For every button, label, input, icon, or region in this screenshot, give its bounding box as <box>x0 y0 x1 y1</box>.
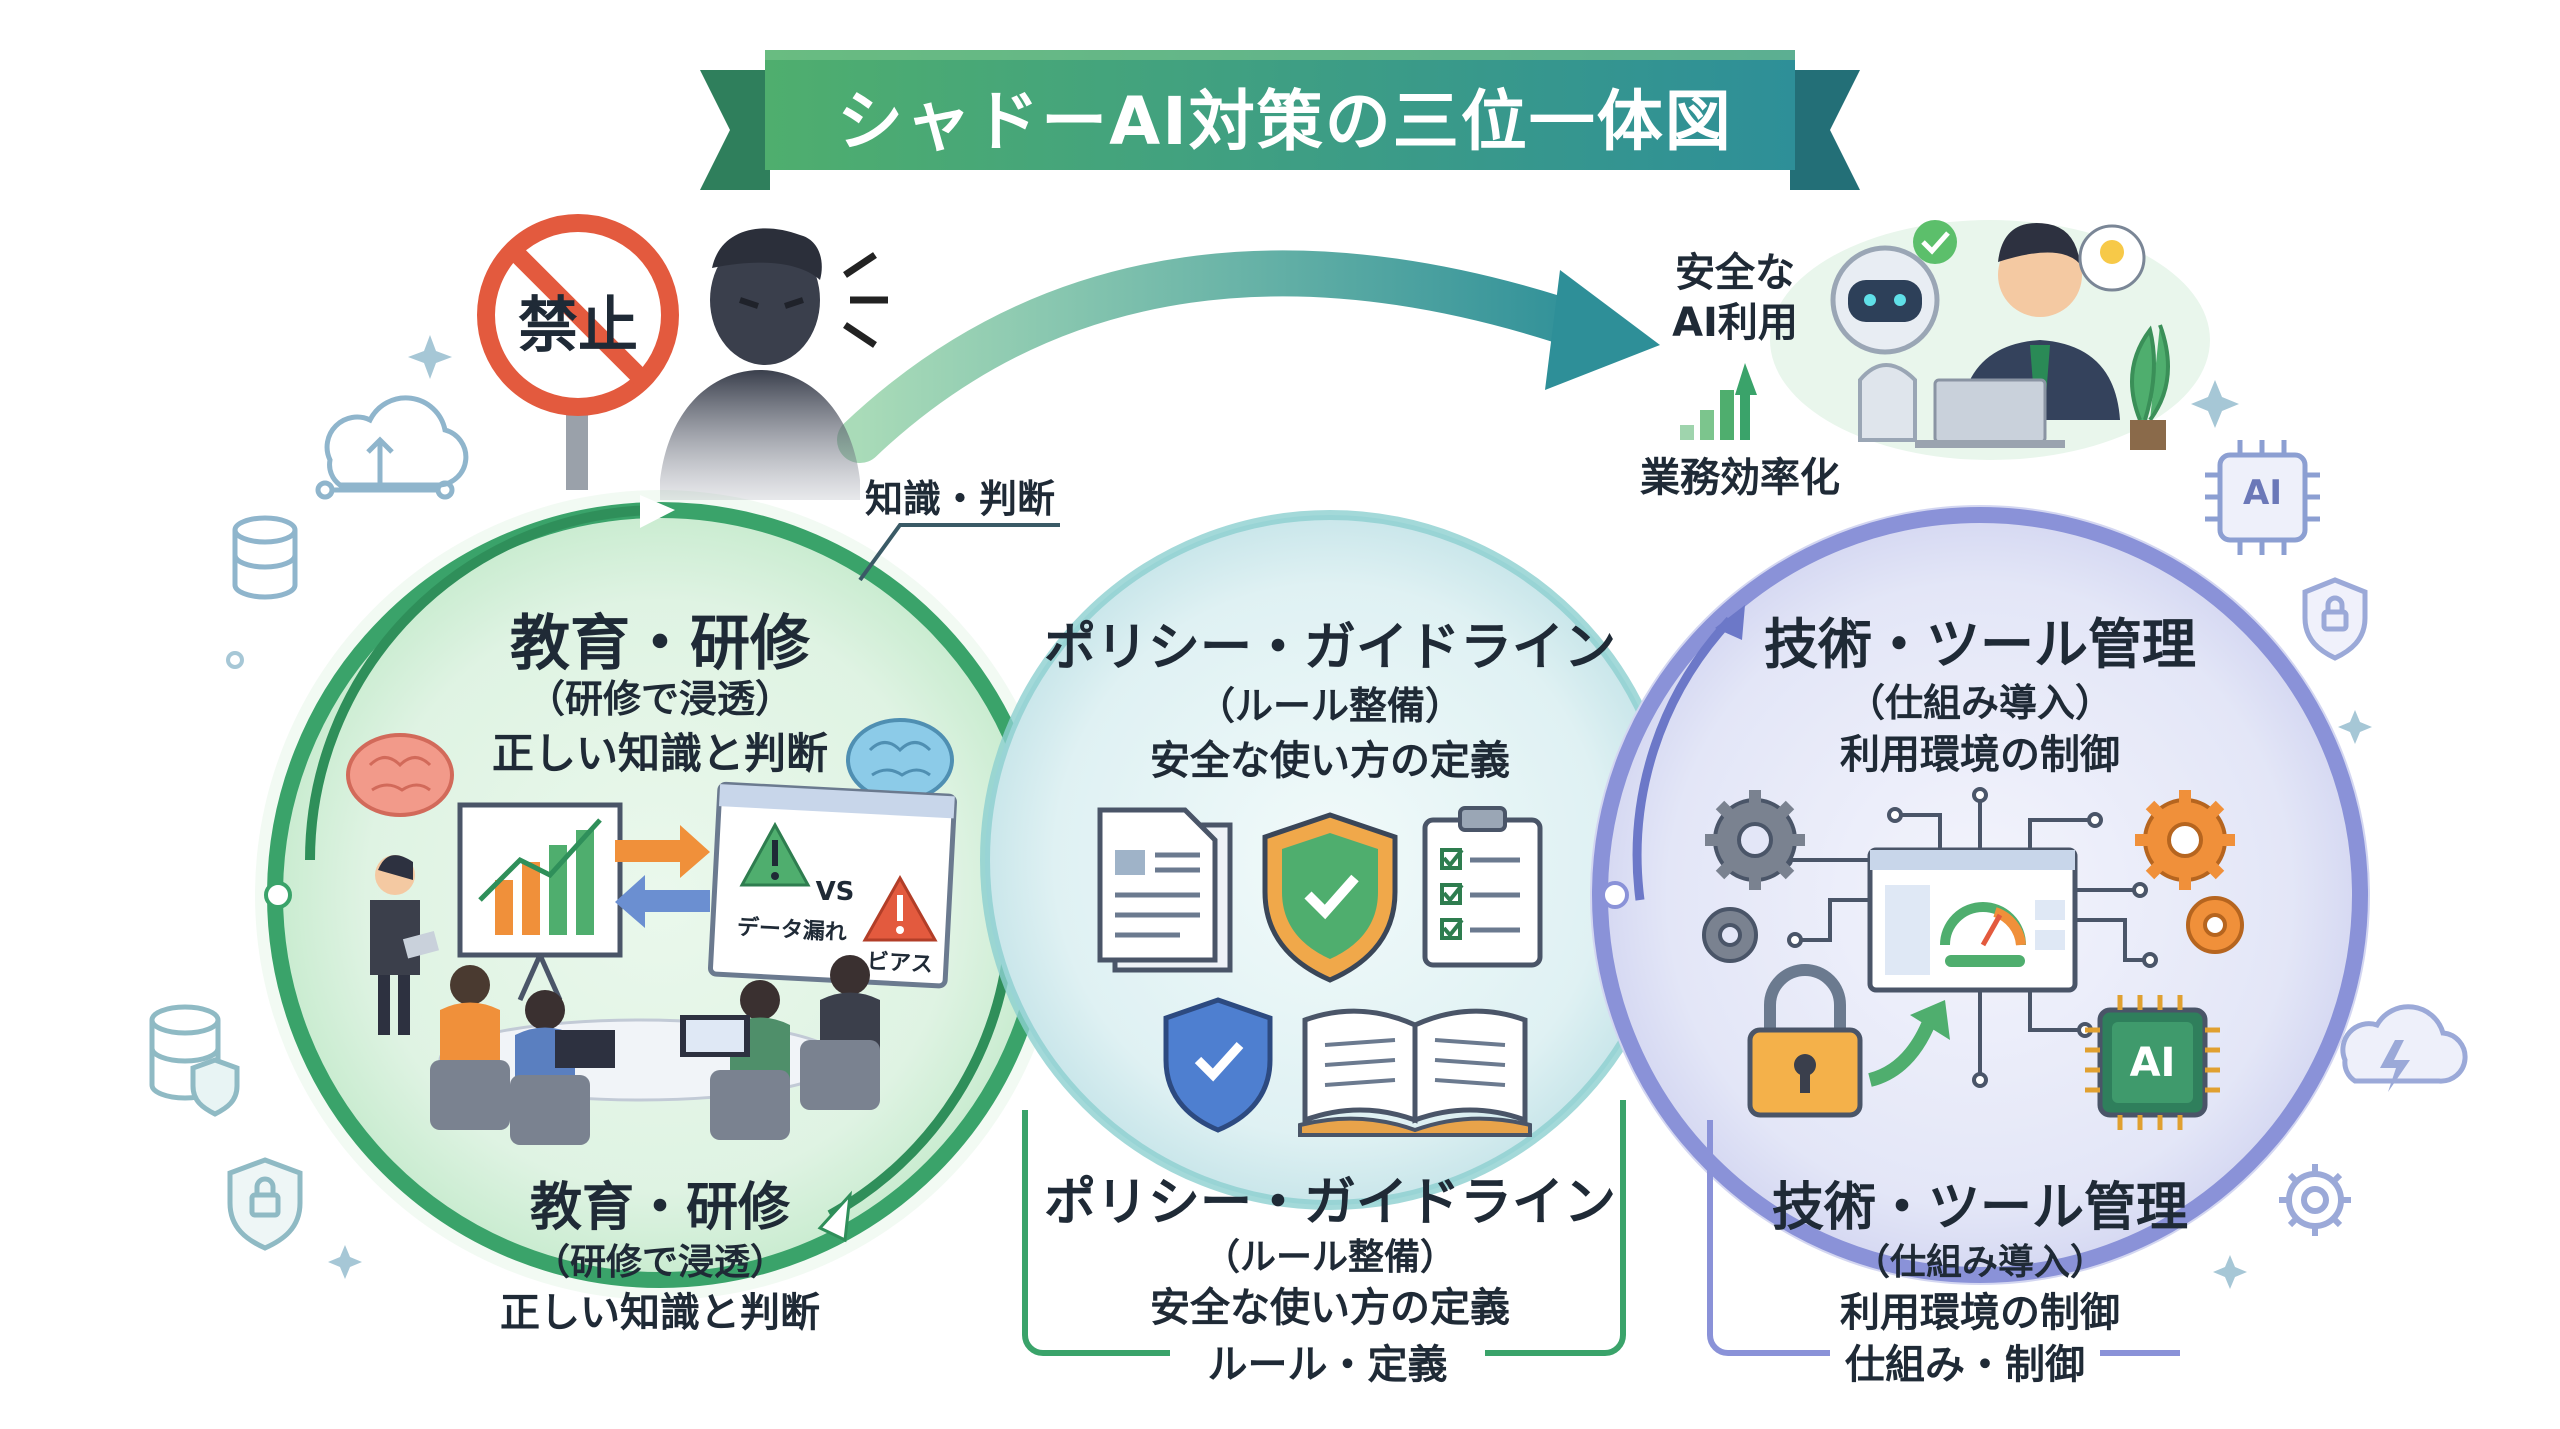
bottom-tools-desc: 利用環境の制御 <box>1840 1290 2120 1336</box>
warning-browser-window <box>707 781 958 989</box>
ai-chip-label-right: AI <box>2243 473 2282 513</box>
bottom-policy-subtitle: （ルール整備） <box>1203 1237 1456 1278</box>
policy-subtitle: （ルール整備） <box>1196 684 1463 728</box>
bottom-education-desc: 正しい知識と判断 <box>500 1290 820 1336</box>
bottom-tools-subtitle: （仕組み導入） <box>1853 1242 2106 1283</box>
cloud-icon <box>315 395 469 500</box>
bottom-policy-title: ポリシー・ガイドライン <box>1043 1173 1616 1233</box>
meeting-group <box>430 955 880 1145</box>
education-subtitle: （研修で浸透） <box>526 677 793 721</box>
goal-text-line2: AI利用 <box>1672 300 1798 346</box>
growth-chart-icon <box>1680 363 1757 440</box>
padlock-icon <box>1747 964 1863 1118</box>
goal-illustration <box>1680 220 2210 460</box>
ai-chip-icon <box>2085 995 2220 1130</box>
sparkle-icons <box>226 335 2372 1289</box>
policy-bracket <box>1022 1100 1626 1356</box>
gear-icon-gray-large <box>1705 790 1805 890</box>
gear-icon-orange-small <box>2186 896 2244 954</box>
tools-bracket-label: 仕組み・制御 <box>1845 1342 2085 1388</box>
bottom-education-title: 教育・研修 <box>529 1178 790 1238</box>
gear-icon-gray-small <box>1702 907 1758 963</box>
transform-arrow <box>837 250 1613 463</box>
green-curve-arrow <box>1868 1017 1937 1087</box>
blue-arrow-left <box>615 875 710 928</box>
ai-chip-label: AI <box>2129 1040 2176 1086</box>
lock-shield-icon-left <box>227 1157 303 1251</box>
cloud-bolt-icon <box>2340 1004 2468 1092</box>
database-shield-icon <box>149 1004 240 1117</box>
open-book-icon <box>1298 1008 1532 1137</box>
tools-subtitle: （仕組み導入） <box>1846 681 2113 725</box>
laptop-icon <box>1933 378 2047 444</box>
vs-label: VS <box>815 877 855 907</box>
tools-desc: 利用環境の制御 <box>1840 732 2120 778</box>
education-title: 教育・研修 <box>510 609 810 679</box>
tools-icons <box>1702 787 2244 1130</box>
lock-shield-icon-right <box>2302 577 2368 661</box>
education-desc: 正しい知識と判断 <box>491 729 828 778</box>
gear-icon-orange-large <box>2135 790 2235 890</box>
tools-bracket <box>1707 1120 2180 1356</box>
tools-title: 技術・ツール管理 <box>1764 613 2196 676</box>
database-icon <box>232 515 298 600</box>
goal-text-line1: 安全な <box>1675 250 1795 296</box>
ai-chip-icon-right <box>2205 440 2320 555</box>
plant-icon <box>2130 324 2170 422</box>
policy-icons <box>1097 806 1543 1137</box>
shadow-person <box>660 228 888 500</box>
policy-desc: 安全な使い方の定義 <box>1150 738 1510 784</box>
no-entry-sign <box>477 214 679 490</box>
no-entry-sign-text: 禁止 <box>518 291 638 361</box>
arrow-label: 知識・判断 <box>864 477 1055 521</box>
policy-title: ポリシー・ガイドライン <box>1043 618 1616 678</box>
transform-arrow-head <box>1545 270 1660 390</box>
education-illustration <box>346 718 958 1145</box>
check-bubble-icon <box>1913 220 1957 264</box>
bottom-policy-desc: 安全な使い方の定義 <box>1150 1285 1510 1331</box>
document-icon <box>1097 807 1233 973</box>
page-title: シャドーAI対策の三位一体図 <box>837 83 1733 160</box>
brain-icon-left <box>346 733 454 817</box>
bias-label: ビアス <box>866 949 934 978</box>
gear-icon-right-deco <box>2279 1164 2351 1236</box>
bottom-tools-title: 技術・ツール管理 <box>1771 1178 2188 1238</box>
arrow-label-pointer <box>858 523 1060 582</box>
checklist-clipboard-icon <box>1422 806 1543 968</box>
orange-arrow-right <box>615 825 710 878</box>
shield-check-icon-small <box>1163 997 1273 1133</box>
dashboard-window <box>1867 847 2078 993</box>
policy-bracket-label: ルール・定義 <box>1207 1342 1448 1388</box>
presenter-person <box>370 855 440 1035</box>
efficiency-label: 業務効率化 <box>1640 455 1840 501</box>
bottom-education-subtitle: （研修で浸透） <box>533 1242 786 1283</box>
title-banner <box>700 50 1860 190</box>
presentation-board <box>457 802 623 1002</box>
shield-check-icon-large <box>1262 812 1398 983</box>
